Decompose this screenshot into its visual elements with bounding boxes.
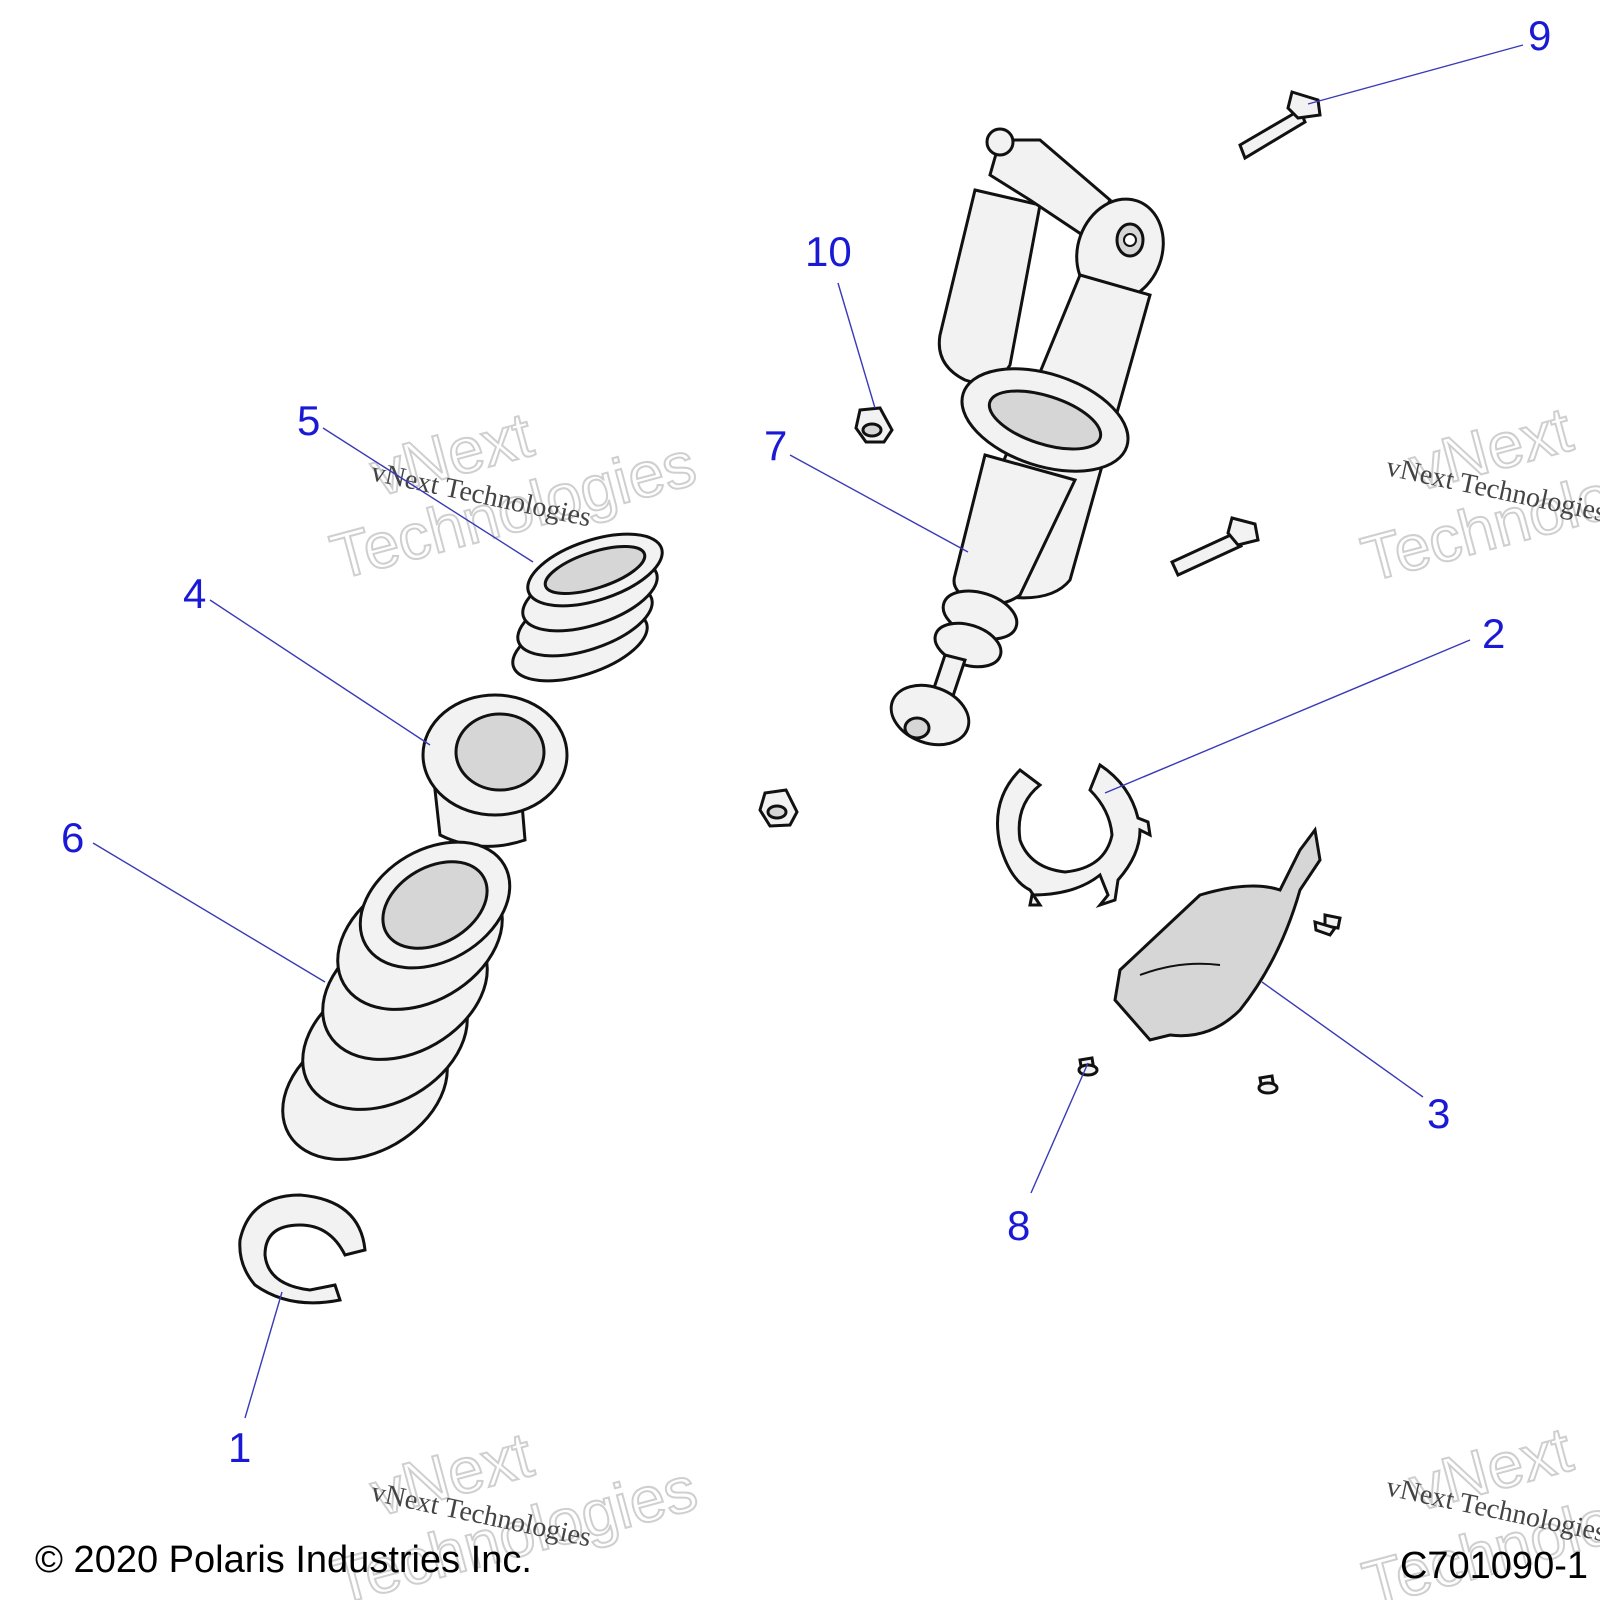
callout-2: 2 bbox=[1482, 610, 1505, 657]
callout-9: 9 bbox=[1528, 12, 1551, 59]
callout-8: 8 bbox=[1007, 1202, 1030, 1249]
bushing-upper bbox=[854, 406, 894, 444]
bushing-lower bbox=[758, 788, 799, 828]
callout-3: 3 bbox=[1427, 1090, 1450, 1137]
callout-6: 6 bbox=[61, 814, 84, 861]
leader-9 bbox=[1307, 44, 1524, 105]
diagram-code: C701090-1 bbox=[1400, 1545, 1588, 1587]
screw-right bbox=[1257, 1074, 1279, 1095]
leader-5 bbox=[322, 427, 534, 563]
copyright-text: © 2020 Polaris Industries Inc. bbox=[35, 1539, 532, 1581]
callout-10: 10 bbox=[805, 228, 852, 275]
leader-10 bbox=[837, 282, 876, 409]
leader-6 bbox=[92, 842, 326, 983]
leader-8 bbox=[1030, 1062, 1089, 1194]
callout-4: 4 bbox=[183, 570, 206, 617]
split-retainer bbox=[238, 1193, 367, 1305]
shock-absorber bbox=[889, 127, 1165, 747]
screw-left bbox=[1077, 1056, 1099, 1077]
large-spring bbox=[281, 840, 512, 1161]
callout-7: 7 bbox=[764, 422, 787, 469]
spring-spacer bbox=[421, 693, 569, 848]
bolt-middle bbox=[1170, 516, 1260, 577]
screw-upper-right bbox=[1313, 913, 1342, 937]
callout-5: 5 bbox=[297, 397, 320, 444]
bolt-top bbox=[1238, 90, 1322, 161]
clip-ring bbox=[996, 762, 1152, 909]
small-spring bbox=[511, 532, 664, 683]
callout-1: 1 bbox=[228, 1424, 251, 1471]
leader-4 bbox=[209, 599, 431, 746]
leader-2 bbox=[1104, 639, 1471, 794]
leader-7 bbox=[789, 454, 969, 553]
shock-shield bbox=[1113, 826, 1322, 1042]
leader-1 bbox=[244, 1291, 283, 1419]
leader-3 bbox=[1261, 981, 1424, 1098]
